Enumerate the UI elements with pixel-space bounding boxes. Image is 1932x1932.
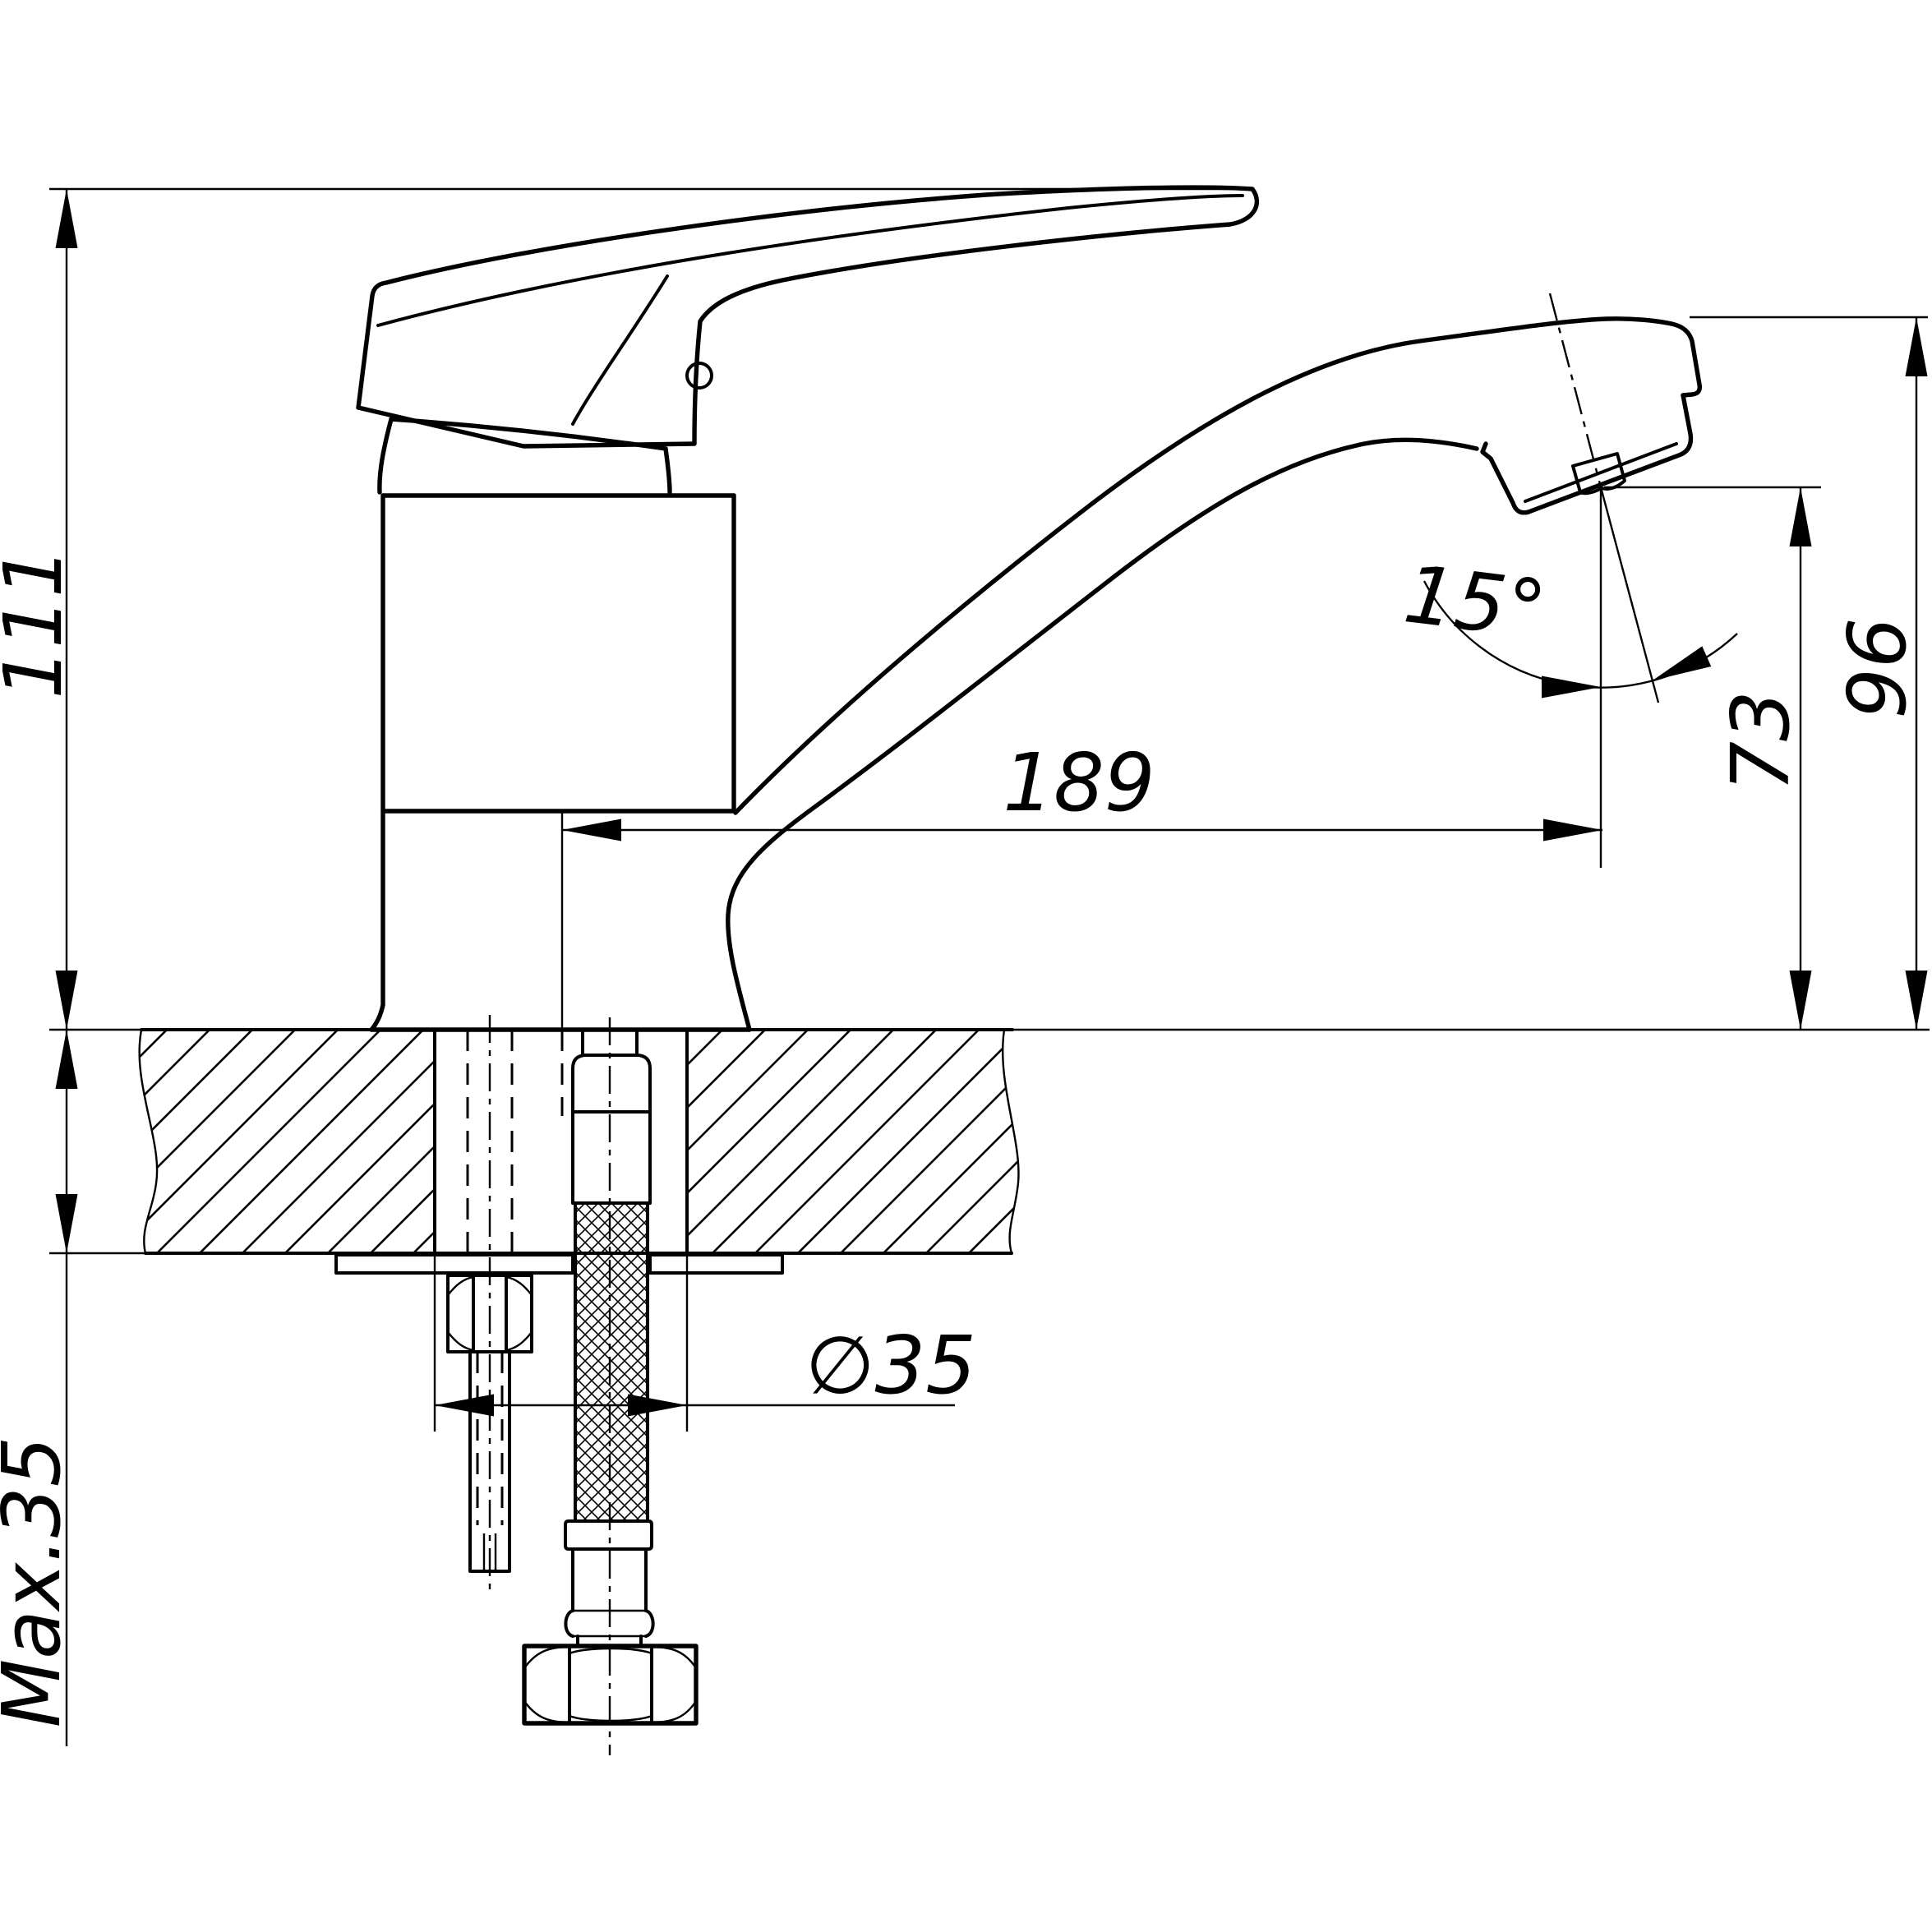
mounting-hole-edges [433,1028,689,1255]
dim-label-hole-diameter: ∅35 [805,1319,976,1412]
cartridge-cap-right-edge [663,446,672,495]
stud-rod [468,1350,511,1573]
dim-label-spout-reach: 189 [1003,736,1155,829]
dimensions: 111 Max.35 189 15° 73 96 ∅35 [0,187,1928,1746]
aerator-center-line [1548,293,1602,488]
stud-thread-lines [476,1352,504,1525]
dim-label-overall-height: 111 [0,546,80,699]
body-left-edge [369,493,385,1032]
handle-set-screw [685,362,713,390]
arrowhead [55,1030,78,1089]
hole-extension-lines [433,1253,689,1432]
angle-tilted-line [1599,486,1660,703]
faucet-outline [356,185,1702,1116]
cartridge-cap-top-edge [389,417,668,451]
handle-saddle-line [571,274,669,426]
countertop-hatch-left [139,1030,435,1253]
arrowhead [1543,818,1602,842]
faucet-handle [356,185,1259,449]
aerator-ring-inner-line [1524,442,1678,503]
arrowhead [562,818,621,842]
arrowhead [55,189,78,248]
countertop-break-edge-left [138,1029,159,1254]
arrowhead [628,1394,687,1417]
hose-braid-pattern [575,1203,648,1521]
arrowhead [1789,487,1812,546]
mounting-stud-hidden [466,1030,514,1252]
aerator-ring [1480,393,1694,515]
countertop-surface-extension [49,1028,1930,1255]
dim-label-stream-angle: 15° [1399,547,1551,657]
hose-braid-edges [574,1201,649,1523]
spout-lower-curve [726,437,1479,1032]
hose-nut [522,1644,699,1726]
hose-ferrule [571,1054,652,1205]
stud-nut-chamfers [447,1275,533,1352]
stud-nut [446,1274,533,1353]
hose-nut-facets [568,1644,653,1725]
spout-upper-curve [733,316,1674,815]
countertop-section [49,1028,1930,1255]
hose-nut-chamfers [523,1645,698,1724]
arrowhead [1648,646,1712,691]
arrowhead [435,1394,494,1417]
hose-collar [564,1519,653,1551]
arrowhead [1905,317,1928,376]
arrowhead [1542,676,1601,699]
countertop-break-edge-right [1001,1029,1020,1254]
washer-plate [334,1253,784,1275]
cartridge-cap-left-edge [377,417,394,495]
under-counter-hardware [334,1015,784,1755]
arrowhead [1905,971,1928,1030]
dim-label-outlet-height: 73 [1714,690,1807,791]
hose-tube-lower [571,1547,648,1612]
dim-label-spout-top-height: 96 [1831,617,1924,718]
spout-head-right-edge [1669,321,1702,398]
arrowhead [55,1194,78,1253]
countertop-hatch-right [687,1030,1019,1253]
handle-ridge-line [376,194,1244,327]
arrowhead [55,971,78,1030]
dim-label-max-deck-thickness: Max.35 [0,1436,78,1728]
arrowhead [1789,971,1812,1030]
stud-slot [482,1533,497,1570]
hose-pipe-top [581,1028,639,1057]
hose-bulge [564,1609,655,1638]
